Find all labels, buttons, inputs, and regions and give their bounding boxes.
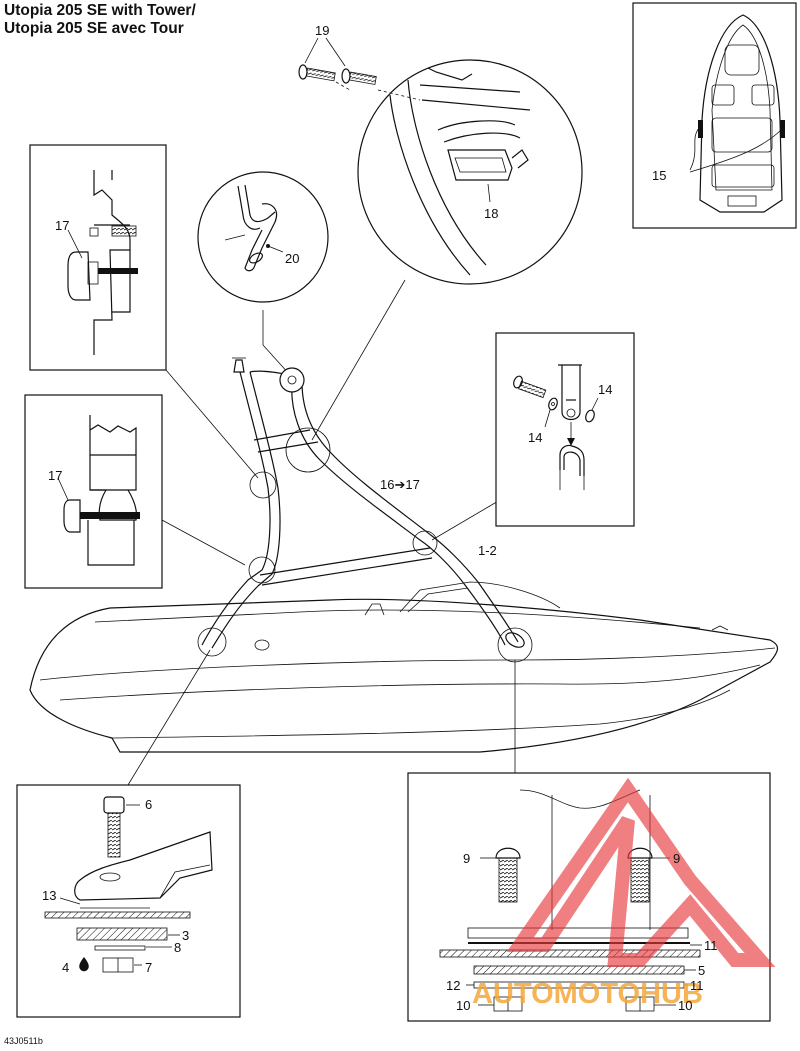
callout-19: 19 [315,23,329,38]
detail-box-17-upper [29,144,167,371]
automotohub-watermark: AUTOMOTOHUB [472,777,776,1010]
callout-12: 12 [446,978,460,993]
callout-15: 15 [652,168,666,183]
callout-10-right: 10 [678,998,692,1013]
detail-circle-20 [197,171,329,303]
callout-1-2: 1-2 [478,543,497,558]
detail-box-15-top-view [632,2,797,229]
callout-3: 3 [182,928,189,943]
callout-5: 5 [698,963,705,978]
boat-hull [29,581,779,753]
detail-box-17-lower [24,394,163,589]
callout-14-left: 14 [528,430,542,445]
callout-13: 13 [42,888,56,903]
callout-17-lower: 17 [48,468,62,483]
title-line-1: Utopia 205 SE with Tower/ [4,2,196,19]
callout-20: 20 [285,251,299,266]
callout-6: 6 [145,797,152,812]
callout-9-left: 9 [463,851,470,866]
watermark-text: AUTOMOTOHUB [472,978,703,1010]
detail-box-fastener-right [407,772,771,1022]
bolts-19 [298,37,421,101]
leader-lines [127,279,516,786]
callout-7: 7 [145,960,152,975]
callout-11-upper: 11 [704,938,718,953]
callout-10-left: 10 [456,998,470,1013]
callout-4: 4 [62,960,69,975]
callout-16-17: 16➔17 [380,477,420,492]
callout-labels: 19 18 15 20 17 17 14 14 16➔17 1-2 6 13 3… [42,23,718,1013]
detail-circle-18 [357,59,583,285]
callout-14-right: 14 [598,382,612,397]
diagram-title: Utopia 205 SE with Tower/ Utopia 205 SE … [4,2,196,38]
wakeboard-tower [197,357,533,663]
callout-18: 18 [484,206,498,221]
callout-17-upper: 17 [55,218,69,233]
title-line-2: Utopia 205 SE avec Tour [4,20,184,37]
callout-8: 8 [174,940,181,955]
callout-9-right: 9 [673,851,680,866]
detail-box-14 [495,332,635,527]
callout-11-lower: 11 [690,978,704,993]
detail-box-fastener-left [16,784,241,1018]
diagram-code: 43J0511b [4,1036,43,1046]
